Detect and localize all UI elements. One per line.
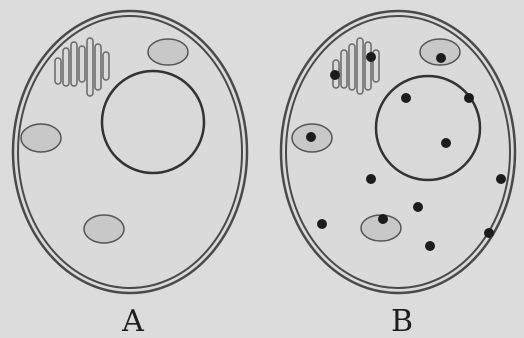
cell-b-particle bbox=[496, 174, 506, 184]
cell-a-label: A bbox=[121, 304, 144, 338]
cell-a bbox=[13, 11, 247, 293]
cell-b-particle bbox=[366, 52, 376, 62]
cell-b-particle bbox=[330, 70, 340, 80]
cell-b-particle bbox=[484, 228, 494, 238]
cell-b-particle bbox=[401, 93, 411, 103]
cell-a-vesicle bbox=[84, 215, 124, 243]
cell-b-particle bbox=[317, 219, 327, 229]
cell-b-particle bbox=[425, 241, 435, 251]
cell-b-label: B bbox=[391, 304, 413, 338]
cell-a-vesicle bbox=[21, 124, 61, 152]
cell-a-vesicle bbox=[148, 39, 188, 65]
cell-a-nucleus bbox=[102, 71, 204, 173]
cell-b-nucleus bbox=[376, 76, 480, 180]
cell-b-particle bbox=[306, 132, 316, 142]
cell-b-particle bbox=[441, 138, 451, 148]
cell-b-particle bbox=[378, 214, 388, 224]
cell-b-particle bbox=[413, 202, 423, 212]
cell-b-particle bbox=[464, 93, 474, 103]
cell-b-particle bbox=[366, 174, 376, 184]
cell-b bbox=[281, 11, 515, 293]
cell-b-particle bbox=[436, 53, 446, 63]
